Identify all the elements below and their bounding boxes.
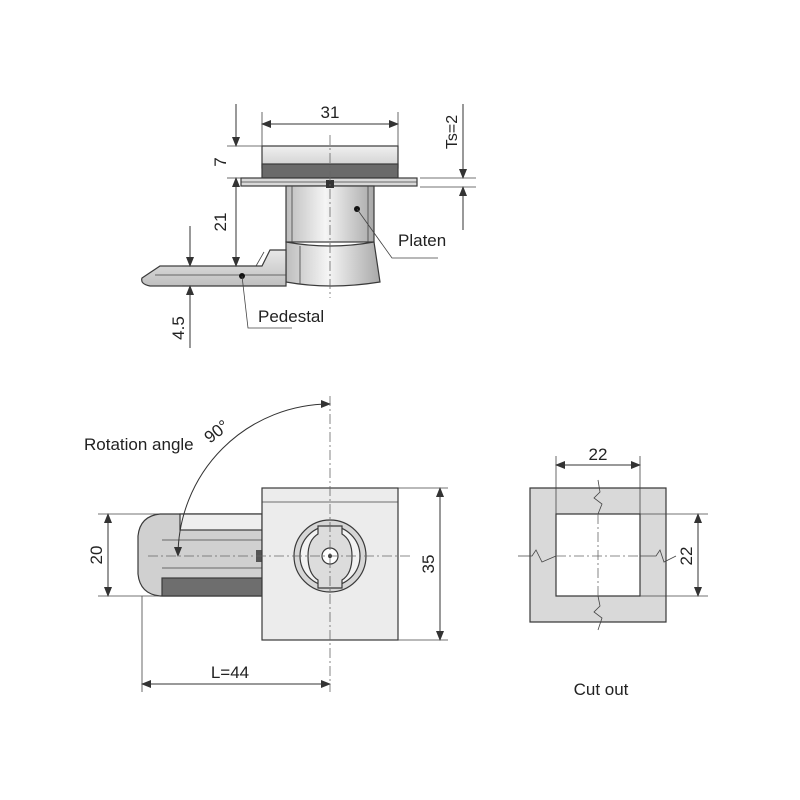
dim-arm-height: 20 xyxy=(87,513,160,597)
cutout-caption: Cut out xyxy=(574,680,629,699)
cutout-view: 22 22 Cut out xyxy=(518,445,708,699)
dim-length-label: L=44 xyxy=(211,663,249,682)
dim-length: L=44 xyxy=(141,596,331,692)
dim-cutout-height-label: 22 xyxy=(677,547,696,566)
dim-pedestal: 4.5 xyxy=(150,226,194,348)
dim-body-height: 35 xyxy=(398,487,448,641)
lock-body xyxy=(285,180,381,287)
dim-width: 31 xyxy=(261,103,399,146)
dim-arm-height-label: 20 xyxy=(87,546,106,565)
dim-cutout-height: 22 xyxy=(640,513,708,597)
dim-body-height-label: 21 xyxy=(211,213,230,232)
label-pedestal: Pedestal xyxy=(258,307,324,326)
dim-head-height-label: 7 xyxy=(211,157,230,166)
dim-body-height-label: 35 xyxy=(419,555,438,574)
dim-left-stack: 7 21 xyxy=(211,104,262,267)
top-view: 31 7 21 4.5 Ts=2 xyxy=(141,103,476,348)
dim-sheet-thickness-label: Ts=2 xyxy=(444,115,461,149)
leader-pedestal: Pedestal xyxy=(241,275,324,329)
dim-cutout-width: 22 xyxy=(555,445,641,514)
dim-sheet-thickness: Ts=2 xyxy=(420,104,476,230)
label-platen: Platen xyxy=(398,231,446,250)
pedestal-arm xyxy=(141,206,360,287)
dim-cutout-width-label: 22 xyxy=(589,445,608,464)
front-view: Rotation angle 90° 20 35 L=44 xyxy=(84,396,448,692)
cam-arm xyxy=(137,513,263,597)
dim-pedestal-height-label: 4.5 xyxy=(169,316,188,340)
rotation-label: Rotation angle xyxy=(84,435,194,454)
dim-width-label: 31 xyxy=(321,103,340,122)
leader-platen: Platen xyxy=(356,208,446,259)
rotation-value: 90° xyxy=(201,416,233,447)
